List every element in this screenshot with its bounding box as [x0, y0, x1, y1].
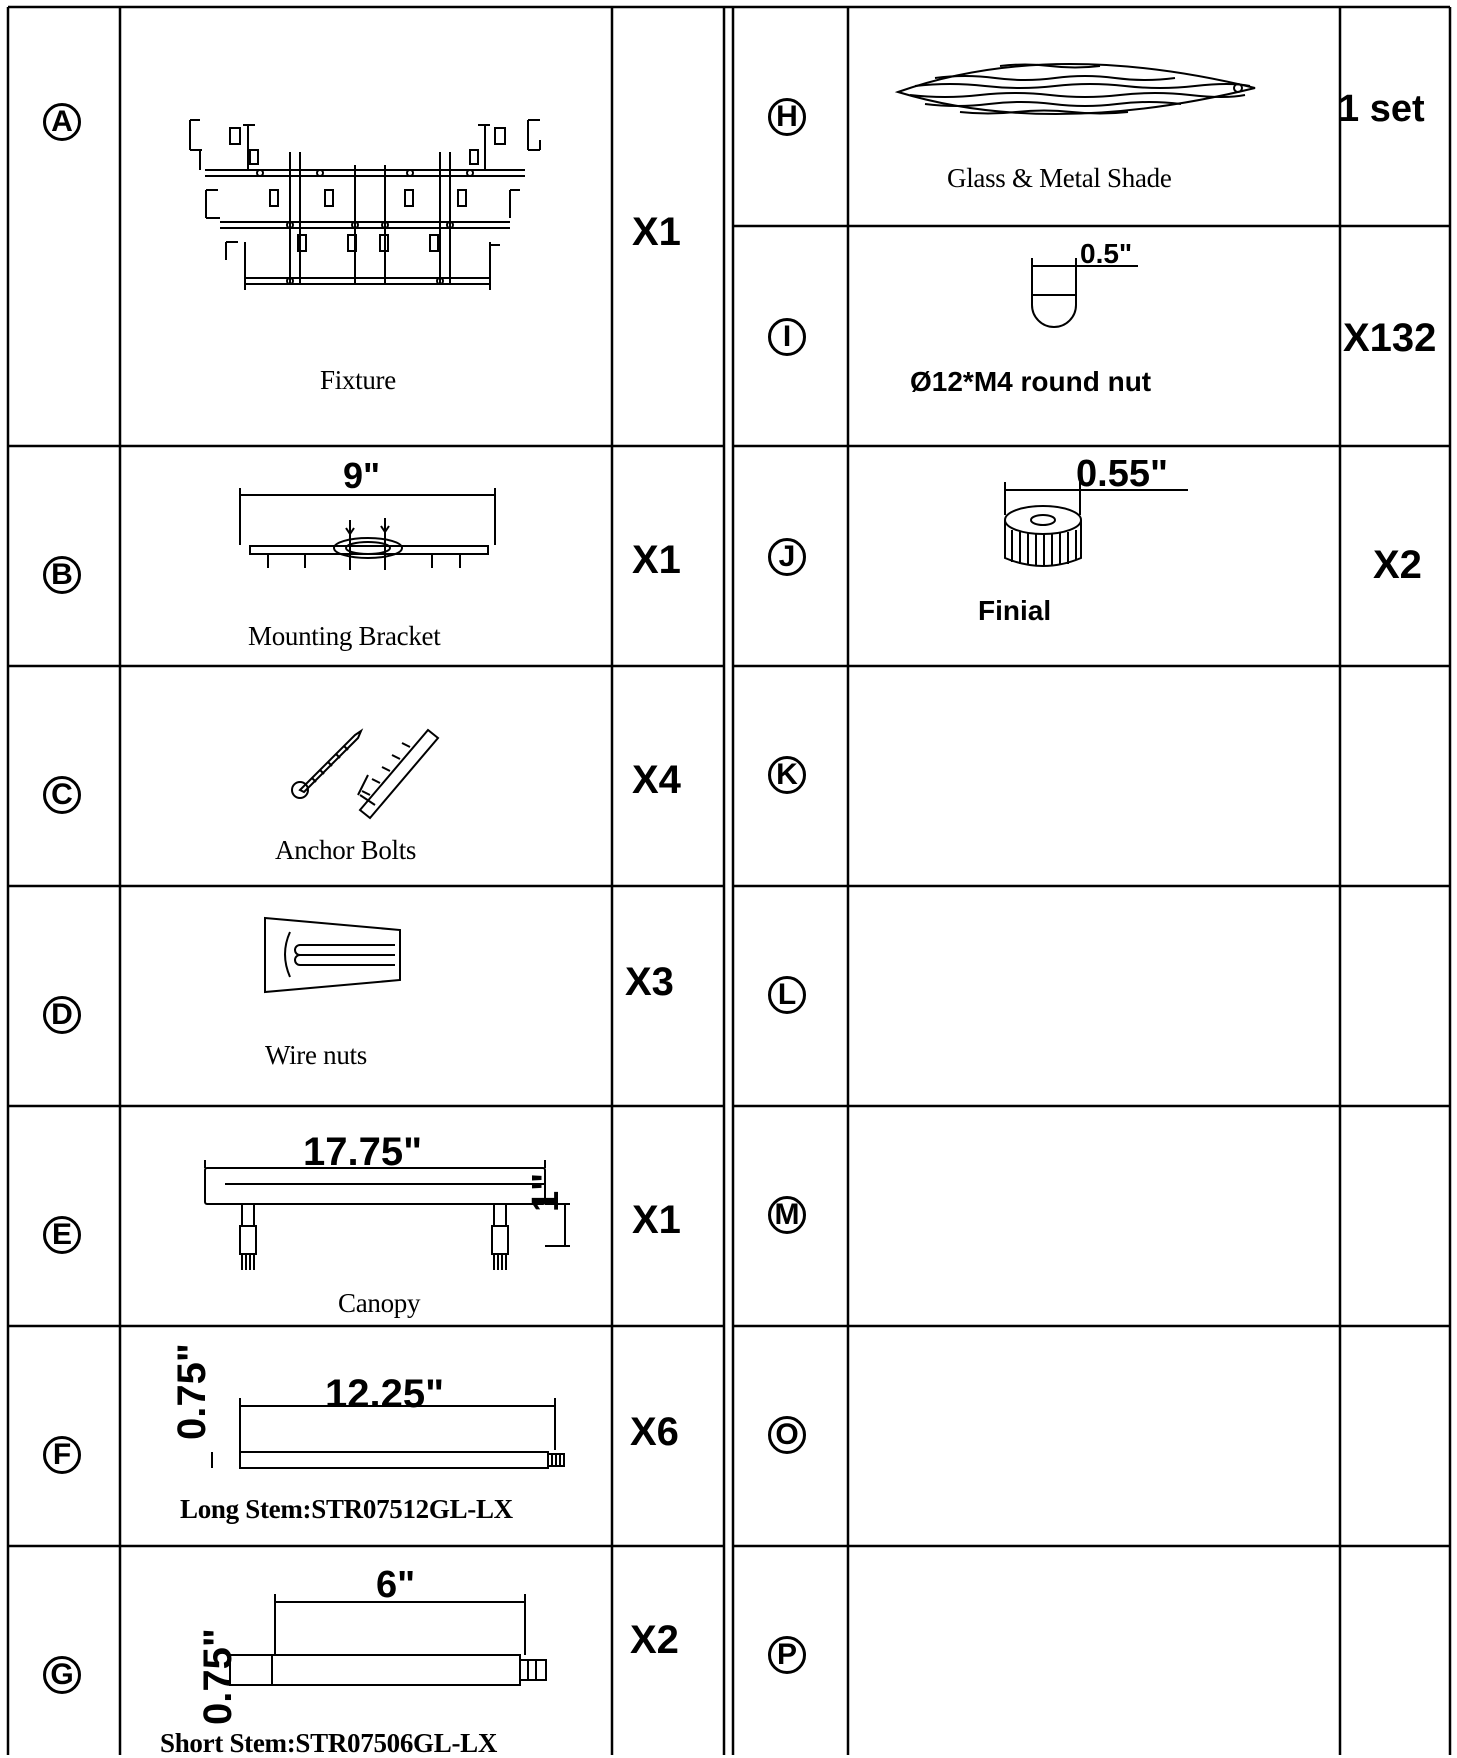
part-label-i: Ø12*M4 round nut — [910, 366, 1152, 397]
part-qty-i: X132 — [1343, 316, 1437, 360]
part-letter-b: B — [43, 556, 81, 594]
part-letter-j: J — [768, 538, 806, 576]
part-qty-d: X3 — [625, 960, 674, 1004]
part-label-f: Long Stem:STR07512GL-LX — [180, 1494, 513, 1524]
part-letter-i: I — [768, 318, 806, 356]
part-letter-k: K — [768, 756, 806, 794]
part-label-c: Anchor Bolts — [275, 835, 417, 865]
part-label-e: Canopy — [338, 1288, 421, 1318]
part-qty-c: X4 — [632, 758, 681, 802]
part-qty-h: 1 set — [1338, 88, 1425, 130]
part-letter-p: P — [768, 1636, 806, 1674]
part-label-a: Fixture — [320, 365, 396, 395]
part-label-g: Short Stem:STR07506GL-LX — [160, 1728, 498, 1758]
part-qty-b: X1 — [632, 538, 681, 582]
part-letter-a: A — [43, 103, 81, 141]
part-letter-g: G — [43, 1656, 81, 1694]
part-letter-c: C — [43, 776, 81, 814]
part-label-j: Finial — [978, 595, 1052, 626]
part-letter-o: O — [768, 1416, 806, 1454]
part-label-b: Mounting Bracket — [248, 621, 441, 651]
part-letter-l: L — [768, 976, 806, 1014]
part-dimension-g: 6" — [376, 1564, 416, 1606]
part-dimension-e: 17.75" — [303, 1130, 423, 1174]
part-letter-e: E — [43, 1216, 81, 1254]
part-letter-d: D — [43, 996, 81, 1034]
part-label-d: Wire nuts — [265, 1040, 367, 1070]
part-label-h: Glass & Metal Shade — [947, 163, 1172, 193]
part-qty-j: X2 — [1373, 543, 1422, 587]
part-letter-h: H — [768, 98, 806, 136]
part-letter-m: M — [768, 1196, 806, 1234]
part-qty-f: X6 — [630, 1410, 679, 1454]
part-letter-f: F — [43, 1436, 81, 1474]
part-dimension-b: 9" — [343, 455, 381, 496]
part-dimension-j: 0.55" — [1076, 453, 1168, 495]
part-qty-e: X1 — [632, 1198, 681, 1242]
part-qty-a: X1 — [632, 210, 681, 254]
part-qty-g: X2 — [630, 1618, 679, 1662]
part-dimension-i: 0.5" — [1080, 238, 1133, 269]
part-dimension-f: 12.25" — [325, 1372, 445, 1416]
